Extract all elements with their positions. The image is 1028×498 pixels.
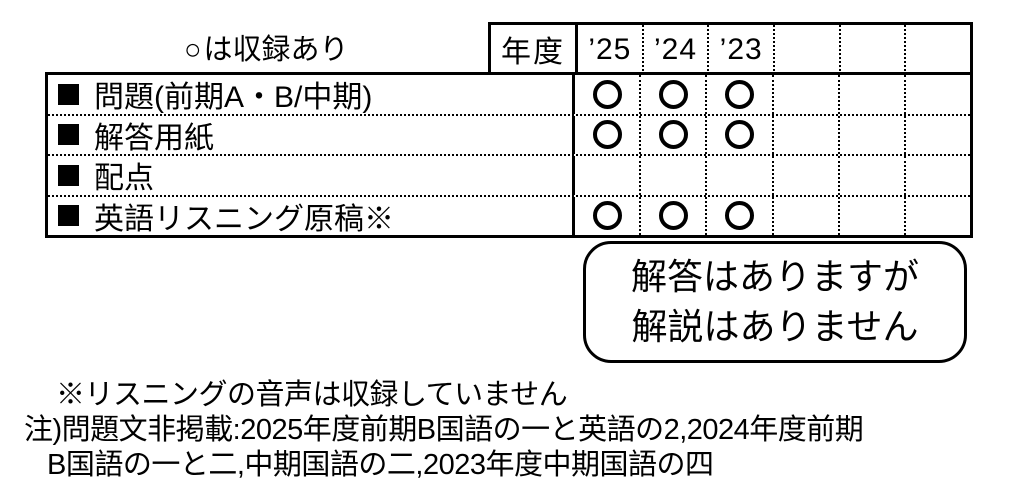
- mark-cell: [641, 75, 708, 114]
- mark-cell: [840, 156, 906, 195]
- legend-note: ○は収録あり: [184, 26, 349, 68]
- included-circle-mark: [658, 79, 688, 109]
- row-label: 英語リスニング原稿※: [94, 202, 394, 235]
- mark-cell: [774, 196, 840, 235]
- row-label: 問題(前期A・B/中期): [94, 81, 373, 114]
- callout-line2: 解説はありません: [631, 306, 919, 347]
- year-column-header: ’25: [578, 25, 644, 75]
- listening-note: ※リスニングの音声は収録していません: [56, 379, 568, 411]
- mark-cell: [707, 115, 774, 154]
- mark-cell: [641, 196, 708, 235]
- year-column-header: [841, 25, 907, 75]
- legend-text: は収録あり: [203, 34, 349, 66]
- mark-cell: [707, 75, 774, 114]
- included-circle-mark: [658, 120, 688, 150]
- row-label-cell: 解答用紙: [48, 115, 575, 154]
- included-circle-mark: [658, 201, 688, 231]
- mark-cell: [840, 115, 906, 154]
- bullet-square-icon: [58, 164, 79, 186]
- bullet-square-icon: [58, 83, 79, 105]
- exclusion-note-line1: 注)問題文非掲載:2025年度前期B国語の一と英語の2,2024年度前期: [24, 414, 864, 446]
- exclusion-note-line2: B国語の一と二,中期国語の二,2023年度中期国語の四: [47, 449, 714, 481]
- mark-cell: [707, 156, 774, 195]
- mark-cell: [641, 115, 708, 154]
- included-circle-mark: [724, 79, 754, 109]
- availability-table: 問題(前期A・B/中期) 解答用紙 配点: [45, 72, 973, 238]
- mark-cell: [641, 156, 708, 195]
- row-label-cell: 配点: [48, 156, 575, 195]
- row-label-cell: 英語リスニング原稿※: [48, 196, 575, 235]
- bullet-square-icon: [58, 205, 79, 227]
- year-column-header: ’23: [709, 25, 776, 75]
- year-header-text: 年度: [501, 35, 565, 69]
- mark-cell: [906, 116, 970, 155]
- year-header-label: 年度: [488, 22, 578, 75]
- table-row: 解答用紙: [48, 115, 970, 156]
- year-column-header: [775, 25, 841, 75]
- year-header-strip: ’25 ’24 ’23: [578, 22, 973, 75]
- bullet-square-icon: [58, 124, 79, 146]
- circle-legend-icon: ○: [184, 34, 204, 66]
- mark-cell: [774, 115, 840, 154]
- included-circle-mark: [592, 120, 622, 150]
- included-circle-mark: [592, 79, 622, 109]
- included-circle-mark: [724, 120, 754, 150]
- mark-cell: [575, 156, 642, 195]
- mark-cell: [575, 115, 642, 154]
- mark-cell: [906, 156, 970, 195]
- included-circle-mark: [592, 201, 622, 231]
- mark-cell: [840, 75, 906, 114]
- table-row: 英語リスニング原稿※: [48, 196, 970, 236]
- table-row: 配点: [48, 156, 970, 197]
- row-label-cell: 問題(前期A・B/中期): [48, 75, 575, 114]
- row-label: 解答用紙: [94, 121, 214, 154]
- year-column-header: [906, 25, 970, 75]
- mark-cell: [774, 75, 840, 114]
- mark-cell: [575, 75, 642, 114]
- mark-cell: [707, 196, 774, 235]
- row-label: 配点: [94, 162, 154, 195]
- mark-cell: [906, 197, 970, 236]
- year-column-header: ’24: [644, 25, 710, 75]
- table-row: 問題(前期A・B/中期): [48, 75, 970, 116]
- mark-cell: [774, 156, 840, 195]
- callout-line1: 解答はありますが: [630, 256, 919, 297]
- included-circle-mark: [724, 201, 754, 231]
- mark-cell: [840, 196, 906, 235]
- answer-note-callout: 解答はありますが 解説はありません: [583, 241, 967, 363]
- mark-cell: [575, 196, 642, 235]
- mark-cell: [906, 75, 970, 114]
